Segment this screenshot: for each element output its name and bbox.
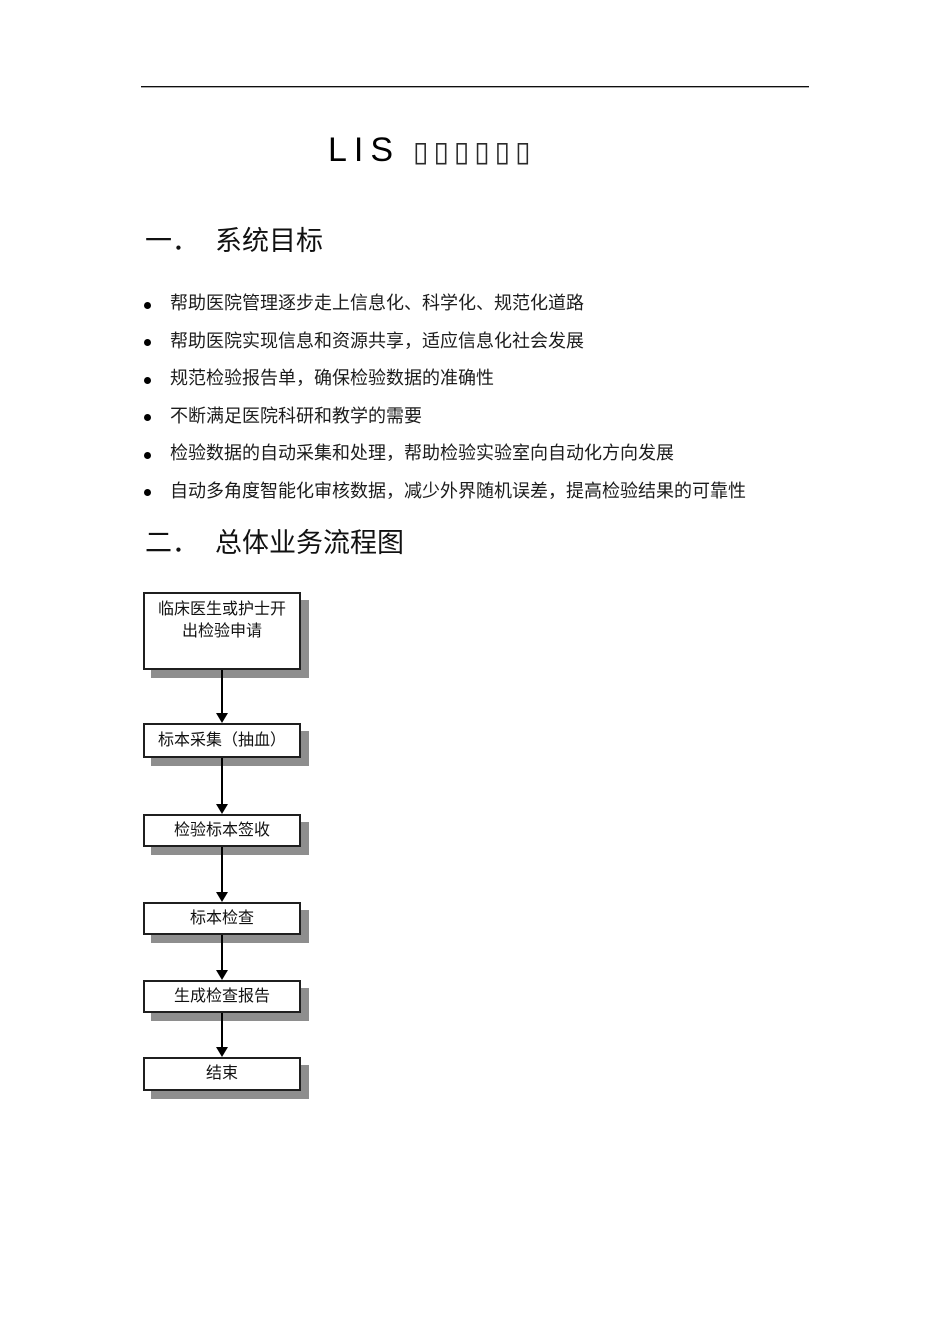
flow-step-label: 标本检查 [189, 909, 254, 927]
arrow-stem [221, 935, 223, 972]
flow-step-generate-report: 生成检查报告 [143, 980, 301, 1013]
down-arrow-icon [216, 847, 228, 902]
list-item-text: 帮助医院管理逐步走上信息化、科学化、规范化道路 [170, 293, 584, 313]
section-2-title: 总体业务流程图 [215, 528, 404, 558]
title-missing-glyph-boxes: ▯▯▯▯▯▯ [413, 135, 536, 168]
bullet-icon [144, 376, 151, 384]
down-arrow-icon [216, 758, 228, 814]
bullet-icon [144, 489, 151, 496]
flow-step-label: 生成检查报告 [173, 987, 270, 1005]
section-1-title: 系统目标 [215, 226, 323, 256]
list-item: 帮助医院管理逐步走上信息化、科学化、规范化道路 [140, 292, 746, 313]
down-arrow-icon [216, 1013, 228, 1057]
document-title: LIS ▯▯▯▯▯▯ [328, 133, 536, 167]
flow-step-clinical-request: 临床医生或护士开 出检验申请 [143, 592, 301, 670]
arrowhead-icon [216, 970, 228, 980]
section-2-heading: 二． 总体业务流程图 [145, 521, 404, 560]
list-item: 自动多角度智能化审核数据，减少外界随机误差，提高检验结果的可靠性 [140, 480, 746, 501]
header-rule [141, 86, 809, 88]
flow-step-label: 结束 [205, 1065, 238, 1082]
arrow-stem [221, 670, 223, 715]
list-item: 检验数据的自动采集和处理，帮助检验实验室向自动化方向发展 [140, 442, 746, 463]
section-1-number: 一． [145, 226, 199, 256]
bullet-icon [144, 414, 151, 421]
bullet-icon [144, 339, 151, 346]
title-text: LIS [328, 131, 401, 169]
flow-step-sample-test: 标本检查 [143, 902, 301, 935]
arrowhead-icon [216, 1047, 228, 1057]
down-arrow-icon [216, 670, 228, 723]
list-item-text: 不断满足医院科研和教学的需要 [170, 405, 422, 426]
flow-step-label: 标本采集（抽血） [157, 731, 286, 749]
flow-step-end: 结束 [143, 1057, 301, 1091]
flow-step-label: 临床医生或护士开 [157, 601, 286, 618]
arrowhead-icon [216, 892, 228, 902]
bullet-icon [144, 301, 151, 309]
flow-step-label: 检验标本签收 [173, 821, 270, 839]
arrowhead-icon [216, 713, 228, 723]
list-item-text: 检验数据的自动采集和处理，帮助检验实验室向自动化方向发展 [170, 443, 674, 463]
list-item: 帮助医院实现信息和资源共享，适应信息化社会发展 [140, 330, 746, 351]
list-item: 规范检验报告单，确保检验数据的准确性 [140, 367, 746, 388]
flow-step-sample-collection: 标本采集（抽血） [143, 723, 301, 758]
bullet-icon [144, 451, 151, 459]
arrow-stem [221, 1013, 223, 1049]
down-arrow-icon [216, 935, 228, 980]
list-item-text: 规范检验报告单，确保检验数据的准确性 [170, 368, 494, 388]
list-item-text: 帮助医院实现信息和资源共享，适应信息化社会发展 [170, 330, 584, 351]
arrowhead-icon [216, 804, 228, 814]
arrow-stem [221, 847, 223, 894]
section-1-heading: 一． 系统目标 [145, 219, 323, 258]
flow-step-sample-signin: 检验标本签收 [143, 814, 301, 847]
goals-list: 帮助医院管理逐步走上信息化、科学化、规范化道路 帮助医院实现信息和资源共享，适应… [140, 292, 746, 517]
arrow-stem [221, 758, 223, 806]
section-2-number: 二． [145, 528, 199, 558]
list-item: 不断满足医院科研和教学的需要 [140, 405, 746, 426]
flow-step-label: 出检验申请 [181, 623, 262, 640]
list-item-text: 自动多角度智能化审核数据，减少外界随机误差，提高检验结果的可靠性 [170, 480, 746, 501]
